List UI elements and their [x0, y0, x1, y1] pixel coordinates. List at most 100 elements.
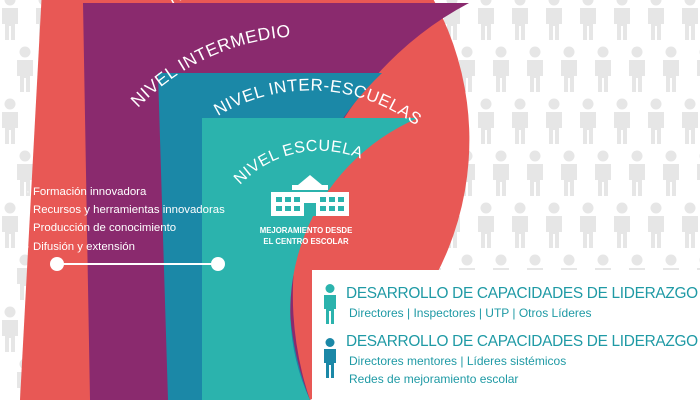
crowd-silhouette-icon [480, 98, 492, 110]
crowd-silhouette-icon [563, 46, 575, 58]
crowd-silhouette-icon [478, 216, 494, 248]
capacity-subtitle: Directores mentores | Líderes sistémicos [349, 354, 567, 368]
crowd-silhouette-icon [2, 216, 18, 248]
school-building-icon [271, 175, 349, 216]
crowd-silhouette-icon [648, 216, 664, 248]
crowd-silhouette-icon [595, 60, 611, 92]
crowd-silhouette-icon [614, 8, 630, 40]
crowd-silhouette-icon [684, 98, 696, 110]
crowd-silhouette-icon [4, 306, 16, 318]
crowd-silhouette-icon [514, 202, 526, 214]
crowd-silhouette-icon [493, 164, 509, 196]
crowd-silhouette-icon [514, 0, 526, 6]
crowd-silhouette-icon [529, 150, 541, 162]
crowd-silhouette-icon [597, 254, 609, 266]
crowd-silhouette-icon [697, 60, 700, 92]
crowd-silhouette-icon [597, 150, 609, 162]
crowd-silhouette-icon [563, 254, 575, 266]
crowd-silhouette-icon [2, 8, 18, 40]
crowd-silhouette-icon [478, 8, 494, 40]
crowd-silhouette-icon [512, 216, 528, 248]
crowd-silhouette-icon [682, 216, 698, 248]
crowd-silhouette-icon [548, 0, 560, 6]
crowd-silhouette-icon [478, 112, 494, 144]
crowd-silhouette-icon [514, 98, 526, 110]
person-icon [324, 284, 336, 324]
crowd-silhouette-icon [563, 150, 575, 162]
crowd-silhouette-icon [665, 150, 677, 162]
crowd-silhouette-icon [19, 150, 31, 162]
crowd-silhouette-icon [461, 254, 473, 266]
crowd-silhouette-icon [2, 320, 18, 352]
activity-list: Formación innovadora Recursos y herramie… [26, 183, 225, 256]
crowd-silhouette-icon [665, 46, 677, 58]
crowd-silhouette-icon [650, 202, 662, 214]
crowd-silhouette-icon [665, 254, 677, 266]
crowd-silhouette-icon [629, 164, 645, 196]
crowd-silhouette-icon [4, 98, 16, 110]
crowd-silhouette-icon [631, 46, 643, 58]
crowd-silhouette-icon [461, 46, 473, 58]
crowd-silhouette-icon [561, 164, 577, 196]
crowd-silhouette-icon [597, 46, 609, 58]
crowd-silhouette-icon [546, 216, 562, 248]
crowd-silhouette-icon [527, 164, 543, 196]
crowd-silhouette-icon [580, 8, 596, 40]
crowd-silhouette-icon [684, 202, 696, 214]
crowd-silhouette-icon [561, 60, 577, 92]
center-label: MEJORAMIENTO DESDE EL CENTRO ESCOLAR [259, 226, 353, 247]
crowd-silhouette-icon [595, 164, 611, 196]
crowd-silhouette-icon [480, 202, 492, 214]
crowd-silhouette-icon [582, 98, 594, 110]
crowd-silhouette-icon [546, 8, 562, 40]
crowd-silhouette-icon [529, 46, 541, 58]
crowd-silhouette-icon [648, 112, 664, 144]
crowd-silhouette-icon [548, 202, 560, 214]
crowd-silhouette-icon [495, 46, 507, 58]
crowd-silhouette-icon [4, 202, 16, 214]
capacity-subtitle: Redes de mejoramiento escolar [349, 372, 519, 386]
crowd-silhouette-icon [580, 112, 596, 144]
crowd-silhouette-icon [493, 60, 509, 92]
crowd-silhouette-icon [2, 112, 18, 144]
list-item: Recursos y herramientas innovadoras [26, 201, 225, 219]
crowd-silhouette-icon [512, 8, 528, 40]
crowd-silhouette-icon [629, 60, 645, 92]
list-item: Difusión y extensión [26, 238, 225, 256]
crowd-silhouette-icon [650, 0, 662, 6]
level-ring-escuela [202, 118, 418, 400]
list-item: Producción de conocimiento [26, 219, 225, 237]
crowd-silhouette-icon [512, 112, 528, 144]
crowd-silhouette-icon [527, 60, 543, 92]
crowd-silhouette-icon [631, 254, 643, 266]
crowd-silhouette-icon [580, 216, 596, 248]
bullet-connector [50, 257, 225, 271]
capacity-title: DESARROLLO DE CAPACIDADES DE LIDERAZGO [346, 333, 698, 350]
crowd-silhouette-icon [495, 150, 507, 162]
crowd-silhouette-icon [697, 164, 700, 196]
list-item: Formación innovadora [26, 183, 225, 201]
crowd-silhouette-icon [684, 0, 696, 6]
crowd-silhouette-icon [529, 254, 541, 266]
crowd-silhouette-icon [4, 0, 16, 6]
crowd-silhouette-icon [648, 8, 664, 40]
crowd-silhouette-icon [495, 254, 507, 266]
crowd-silhouette-icon [546, 112, 562, 144]
crowd-silhouette-icon [631, 150, 643, 162]
crowd-silhouette-icon [614, 112, 630, 144]
capacity-subtitle: Directores | Inspectores | UTP | Otros L… [349, 306, 592, 320]
crowd-silhouette-icon [582, 202, 594, 214]
person-icon [324, 338, 336, 378]
crowd-silhouette-icon [614, 216, 630, 248]
crowd-silhouette-icon [616, 98, 628, 110]
crowd-silhouette-icon [663, 60, 679, 92]
crowd-silhouette-icon [616, 0, 628, 6]
capacity-title: DESARROLLO DE CAPACIDADES DE LIDERAZGO [346, 285, 698, 302]
crowd-silhouette-icon [650, 98, 662, 110]
crowd-silhouette-icon [682, 112, 698, 144]
crowd-silhouette-icon [548, 98, 560, 110]
crowd-silhouette-icon [19, 46, 31, 58]
crowd-silhouette-icon [582, 0, 594, 6]
crowd-silhouette-icon [682, 8, 698, 40]
